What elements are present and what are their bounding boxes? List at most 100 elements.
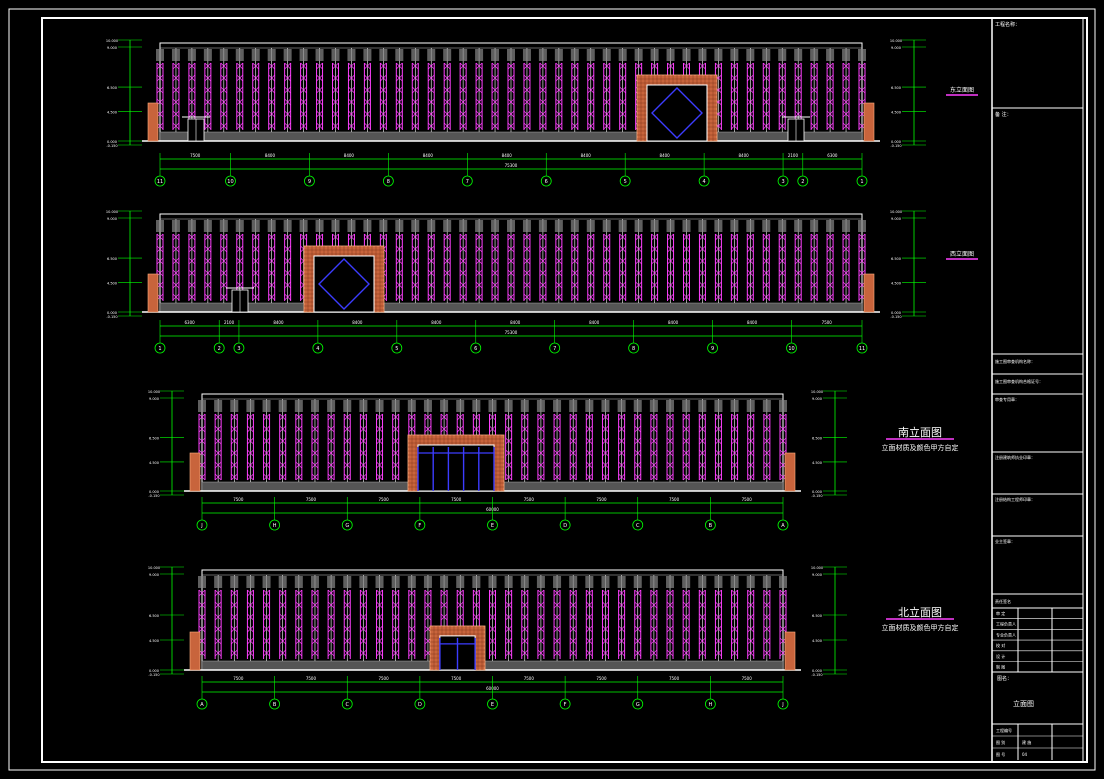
column-brace: [571, 293, 579, 301]
column-brace: [412, 257, 419, 265]
column-brace: [747, 601, 754, 609]
elevation-title: 东立面图: [950, 86, 974, 94]
capital-block: [826, 49, 835, 61]
column-brace: [521, 437, 529, 445]
capital-block: [219, 49, 228, 61]
axis-label: 10: [227, 179, 233, 185]
column-brace: [214, 437, 222, 445]
column-brace: [396, 269, 403, 277]
column-brace: [523, 293, 531, 301]
column-brace: [618, 413, 625, 421]
column-brace: [427, 233, 435, 241]
capital-block: [379, 220, 388, 232]
column-brace: [731, 122, 738, 130]
column-brace: [682, 473, 690, 481]
column-brace: [268, 86, 275, 94]
column-brace: [523, 62, 531, 70]
capital-block: [666, 49, 675, 61]
capital-block: [235, 49, 244, 61]
column-brace: [231, 601, 238, 609]
column-brace: [602, 589, 609, 597]
column-brace: [586, 449, 593, 457]
level-label: 10.000: [106, 210, 118, 214]
column-brace: [699, 449, 706, 457]
column-brace: [603, 233, 610, 241]
axis-label: 7: [553, 346, 556, 352]
column-brace: [332, 233, 339, 241]
column-brace: [396, 110, 403, 118]
column-brace: [666, 449, 674, 457]
column-brace: [634, 413, 641, 421]
level-label: 4.500: [812, 461, 822, 465]
column-brace: [555, 245, 563, 253]
level-label: 10.000: [106, 39, 118, 43]
column-brace: [198, 413, 206, 421]
column-brace: [521, 625, 529, 633]
column-brace: [603, 293, 610, 301]
capital-block: [363, 49, 372, 61]
column-brace: [682, 425, 690, 433]
column-brace: [376, 473, 383, 481]
column-brace: [332, 86, 339, 94]
column-brace: [268, 233, 275, 241]
column-brace: [555, 98, 563, 106]
column-brace: [489, 649, 496, 657]
dimension-label: 8400: [660, 153, 671, 158]
column-brace: [327, 473, 335, 481]
column-brace: [268, 245, 275, 253]
axis-label: G: [636, 702, 640, 708]
capital-block: [488, 576, 497, 588]
column-brace: [491, 245, 499, 253]
column-brace: [279, 425, 286, 433]
capital-block: [633, 400, 642, 412]
column-brace: [475, 62, 483, 70]
capital-block: [310, 576, 319, 588]
column-brace: [537, 649, 545, 657]
capital-block: [520, 400, 529, 412]
column-brace: [214, 461, 222, 469]
column-brace: [699, 437, 706, 445]
column-brace: [635, 62, 642, 70]
axis-label: 10: [788, 346, 794, 352]
column-brace: [539, 98, 547, 106]
column-brace: [666, 461, 674, 469]
column-brace: [473, 589, 480, 597]
column-brace: [826, 233, 834, 241]
column-brace: [198, 425, 206, 433]
column-brace: [507, 98, 515, 106]
column-brace: [699, 625, 706, 633]
column-brace: [475, 269, 483, 277]
column-brace: [252, 122, 259, 130]
column-brace: [332, 98, 339, 106]
column-brace: [683, 245, 690, 253]
axis-bubble: [797, 175, 809, 187]
column-brace: [778, 74, 786, 82]
level-label: -0.150: [106, 144, 117, 148]
column-brace: [555, 110, 563, 118]
column-brace: [618, 425, 625, 433]
column-brace: [491, 110, 499, 118]
axis-bubble: [487, 698, 498, 710]
column-brace: [473, 425, 480, 433]
column-brace: [295, 625, 303, 633]
column-brace: [731, 98, 738, 106]
column-brace: [650, 473, 658, 481]
capital-block: [730, 400, 739, 412]
column-brace: [311, 649, 319, 657]
column-brace: [507, 281, 515, 289]
axis-label: 11: [859, 346, 865, 352]
column-brace: [810, 293, 818, 301]
column-brace: [699, 269, 706, 277]
column-brace: [427, 86, 435, 94]
column-brace: [268, 98, 275, 106]
column-brace: [586, 437, 593, 445]
column-brace: [236, 257, 244, 265]
column-brace: [539, 110, 547, 118]
column-brace: [284, 233, 291, 241]
column-brace: [521, 473, 529, 481]
column-brace: [156, 257, 164, 265]
column-brace: [778, 293, 786, 301]
column-brace: [682, 625, 690, 633]
column-brace: [521, 613, 529, 621]
column-brace: [424, 601, 432, 609]
